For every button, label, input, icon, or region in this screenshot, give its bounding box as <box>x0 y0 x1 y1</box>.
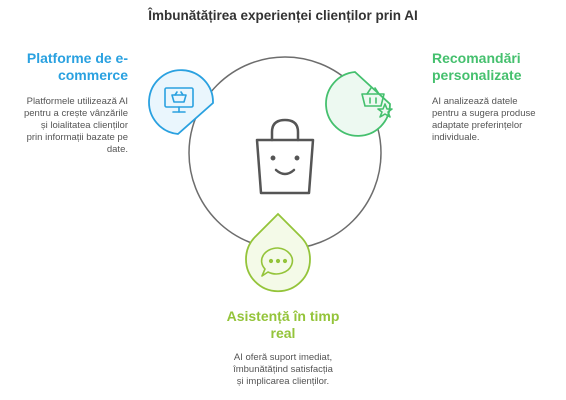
ecommerce-heading: Platforme de e- commerce <box>26 50 128 83</box>
realtime-support-description: AI oferă suport imediat, îmbunătățind sa… <box>233 352 333 387</box>
chat-bubble-icon <box>260 247 294 277</box>
page-title: Îmbunătățirea experienței clienților pri… <box>148 8 418 23</box>
basket-star-icon <box>361 87 393 118</box>
ecommerce-description: Platformele utilizează AI pentru a creșt… <box>23 96 128 155</box>
realtime-support-node <box>245 212 311 293</box>
shopping-bag-smile-icon <box>255 118 315 195</box>
personalized-recommendations-node <box>325 71 391 137</box>
recommendations-heading: Recomandări personalizate <box>432 50 522 83</box>
monitor-basket-icon <box>164 87 194 113</box>
realtime-support-heading: Asistență în timp real <box>226 308 340 341</box>
recommendations-description: AI analizează datele pentru a sugera pro… <box>432 96 536 143</box>
